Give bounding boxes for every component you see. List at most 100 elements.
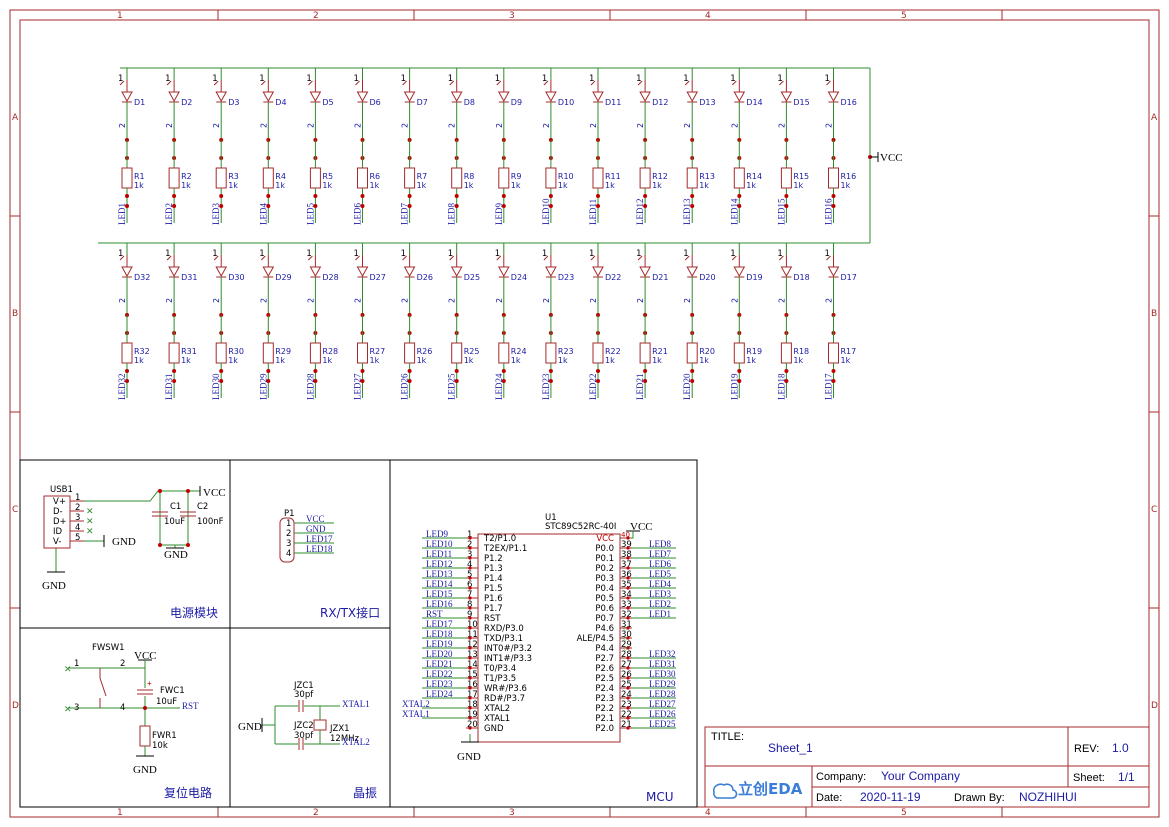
led-diode-symbol xyxy=(733,266,746,278)
grid-col-label: 1 xyxy=(117,11,123,21)
resistor-symbol xyxy=(215,342,227,364)
resistor-ref: R7 xyxy=(417,172,428,181)
led-net-label: LED20 xyxy=(682,373,692,400)
usb-pin-number: 2 xyxy=(75,503,80,513)
diode-ref: D21 xyxy=(652,273,668,282)
mcu-pin-number: 9 xyxy=(467,610,472,620)
led-net-label: LED17 xyxy=(824,373,834,400)
resistor-ref: R30 xyxy=(228,347,244,356)
diode-ref: D23 xyxy=(558,273,574,282)
sheet-value: 1/1 xyxy=(1118,770,1135,784)
mcu-pin-number: 23 xyxy=(621,700,632,710)
resistor-ref: R1 xyxy=(134,172,145,181)
usb-connector xyxy=(43,495,71,549)
mcu-net-label: LED31 xyxy=(649,659,676,669)
diode-ref: D27 xyxy=(370,273,386,282)
led-net-label: LED11 xyxy=(588,199,598,225)
reset-section-box xyxy=(19,627,231,808)
resistor-value: 1k xyxy=(652,356,662,365)
resistor-ref: R13 xyxy=(699,172,715,181)
mcu-part: STC89C52RC-40I xyxy=(545,522,616,532)
resistor-symbol xyxy=(121,342,133,364)
resistor-ref: R25 xyxy=(464,347,480,356)
resistor-symbol xyxy=(545,342,557,364)
pin-number: 1 xyxy=(401,74,406,84)
uart-pin-number: 4 xyxy=(286,549,291,559)
resistor-value: 1k xyxy=(275,356,285,365)
jzc1-value: 30pf xyxy=(294,690,314,700)
mcu-pin-name: RST xyxy=(484,614,501,624)
led-net-label: LED13 xyxy=(682,198,692,225)
mcu-net-label: XTAL2 xyxy=(402,699,430,709)
mcu-pin-name: P4.4 xyxy=(595,644,614,654)
led-diode-symbol xyxy=(733,91,746,103)
mcu-pin-name: ALE/P4.5 xyxy=(577,634,614,644)
pin-number: 2 xyxy=(354,123,363,128)
mcu-net-label: LED29 xyxy=(649,679,676,689)
mcu-pin-number: 13 xyxy=(467,650,478,660)
resistor-value: 1k xyxy=(370,356,380,365)
mcu-pin-name: P1.5 xyxy=(484,584,503,594)
mcu-pin-name: P0.0 xyxy=(595,544,614,554)
pin-number: 1 xyxy=(401,249,406,259)
resistor-value: 1k xyxy=(181,181,191,190)
uart-pin-number: 3 xyxy=(286,539,291,549)
usb-pin-name: ID xyxy=(53,527,63,537)
mcu-net-label: LED25 xyxy=(649,719,676,729)
mcu-pin-number: 25 xyxy=(621,680,632,690)
mcu-pin-number: 32 xyxy=(621,610,632,620)
c1-ref: C1 xyxy=(170,502,181,512)
resistor-value: 1k xyxy=(464,356,474,365)
led-net-label: LED8 xyxy=(447,203,457,225)
led-diode-symbol xyxy=(309,266,322,278)
pin-number: 2 xyxy=(259,298,268,303)
mcu-pin-number: 29 xyxy=(621,640,632,650)
pin-number: 1 xyxy=(354,249,359,259)
resistor-ref: R28 xyxy=(322,347,338,356)
resistor-value: 1k xyxy=(275,181,285,190)
resistor-value: 1k xyxy=(370,181,380,190)
resistor-value: 1k xyxy=(793,181,803,190)
mcu-pin-name: TXD/P3.1 xyxy=(483,634,523,644)
mcu-pin-name: RXD/P3.0 xyxy=(484,624,524,634)
led-net-label: LED14 xyxy=(729,198,739,225)
pin-number: 1 xyxy=(730,249,735,259)
resistor-ref: R10 xyxy=(558,172,574,181)
pin-number: 1 xyxy=(636,74,641,84)
resistor-ref: R17 xyxy=(841,347,857,356)
resistor-symbol xyxy=(357,342,368,364)
sw-pin4: 4 xyxy=(120,703,125,713)
resistor-symbol xyxy=(357,167,368,189)
uart-pin-number: 2 xyxy=(286,529,291,539)
no-connect-icon: ✕ xyxy=(86,516,94,526)
mcu-pin-name: P0.6 xyxy=(595,604,614,614)
mcu-net-label: LED17 xyxy=(426,619,453,629)
jzc2-ref: JZC2 xyxy=(293,721,314,731)
led-diode-symbol xyxy=(262,91,275,103)
pin-number: 1 xyxy=(448,74,453,84)
title-block: TITLE: Sheet_1 REV: 1.0 Company: Your Co… xyxy=(704,726,1150,808)
led-matrix: VCC1D12R11kLED11D22R21kLED21D32R31kLED31… xyxy=(98,67,903,400)
resistor-value: 1k xyxy=(605,356,615,365)
resistor-symbol xyxy=(592,342,604,364)
resistor-value: 1k xyxy=(322,181,332,190)
mcu-gnd-label: GND xyxy=(457,751,481,763)
mcu-net-label: LED26 xyxy=(649,709,676,719)
sheet-label: Sheet: xyxy=(1073,772,1105,784)
grid-row-label: C xyxy=(12,505,18,515)
led-diode-symbol xyxy=(403,91,416,103)
resistor-symbol xyxy=(592,167,604,189)
mcu-pin-name: P2.2 xyxy=(595,704,614,714)
resistor-symbol xyxy=(686,342,698,364)
pin-number: 2 xyxy=(825,298,834,303)
mcu-pin-number: 39 xyxy=(621,540,632,550)
fwr1-ref: FWR1 xyxy=(152,731,177,741)
diode-ref: D17 xyxy=(841,273,857,282)
resistor-ref: R3 xyxy=(228,172,239,181)
led-net-label: LED1 xyxy=(117,203,127,225)
led-net-label: LED26 xyxy=(400,373,410,400)
